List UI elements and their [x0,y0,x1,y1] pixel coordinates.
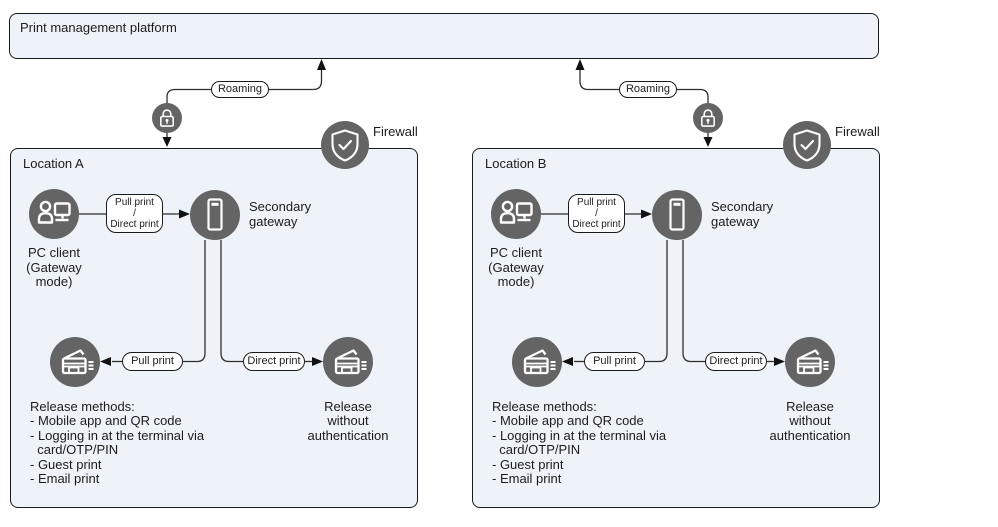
location-a-title: Location A [23,156,84,171]
firewall-label-a: Firewall [373,124,418,139]
pc-client-label-a: PC client (Gateway mode) [26,245,82,290]
platform-title: Print management platform [20,20,177,35]
secure-tunnel-node-a [152,103,182,133]
pc-client-label-b: PC client (Gateway mode) [488,245,544,290]
server-icon [207,198,223,231]
printer-icon [523,349,556,375]
pc-client-node-b [491,189,541,239]
firewall-shield-icon [793,129,821,162]
pc-client-icon [499,200,533,224]
secondary-gateway-node-b [652,190,702,240]
direct-print-pill-a: Direct print [243,352,305,371]
release-methods-text-a: Release methods: - Mobile app and QR cod… [30,399,205,487]
pc-client-node-a [29,189,79,239]
printer-icon [334,349,367,375]
secondary-gateway-label-a: Secondary gateway [249,199,312,229]
printer-icon [796,349,829,375]
pull-printer-node-b [512,337,562,387]
direct-printer-node-a [323,337,373,387]
release-methods-text-b: Release methods: - Mobile app and QR cod… [492,399,667,487]
arrowhead-down-b [703,137,713,147]
pc-client-icon [37,200,71,224]
lock-icon [160,109,174,127]
server-icon [669,198,685,231]
release-without-auth-text-b: Release without authentication [769,399,851,443]
arrowhead-down-a [162,137,172,147]
firewall-node-b [783,121,831,169]
secondary-gateway-label-b: Secondary gateway [711,199,774,229]
arrowhead-up-b [575,59,585,70]
pull-printer-node-a [50,337,100,387]
direct-printer-node-b [785,337,835,387]
firewall-label-b: Firewall [835,124,880,139]
pc-to-gateway-pill-b: Pull print / Direct print [568,194,625,233]
lock-icon [701,109,715,127]
secure-tunnel-node-b [693,103,723,133]
pull-print-pill-b: Pull print [584,352,645,371]
pc-to-gateway-pill-a: Pull print / Direct print [106,194,163,233]
direct-print-pill-b: Direct print [705,352,767,371]
roaming-pill-a: Roaming [211,81,269,98]
platform-box: Print management platform [9,13,879,59]
roaming-connector-a [162,59,326,147]
printer-icon [61,349,94,375]
roaming-pill-b: Roaming [619,81,677,98]
location-b-title: Location B [485,156,547,171]
release-without-auth-text-a: Release without authentication [307,399,389,443]
pull-print-pill-a: Pull print [122,352,183,371]
arrowhead-up-a [317,59,326,70]
secondary-gateway-node-a [190,190,240,240]
firewall-node-a [321,121,369,169]
firewall-shield-icon [331,129,359,162]
roaming-connector-b [575,59,713,147]
